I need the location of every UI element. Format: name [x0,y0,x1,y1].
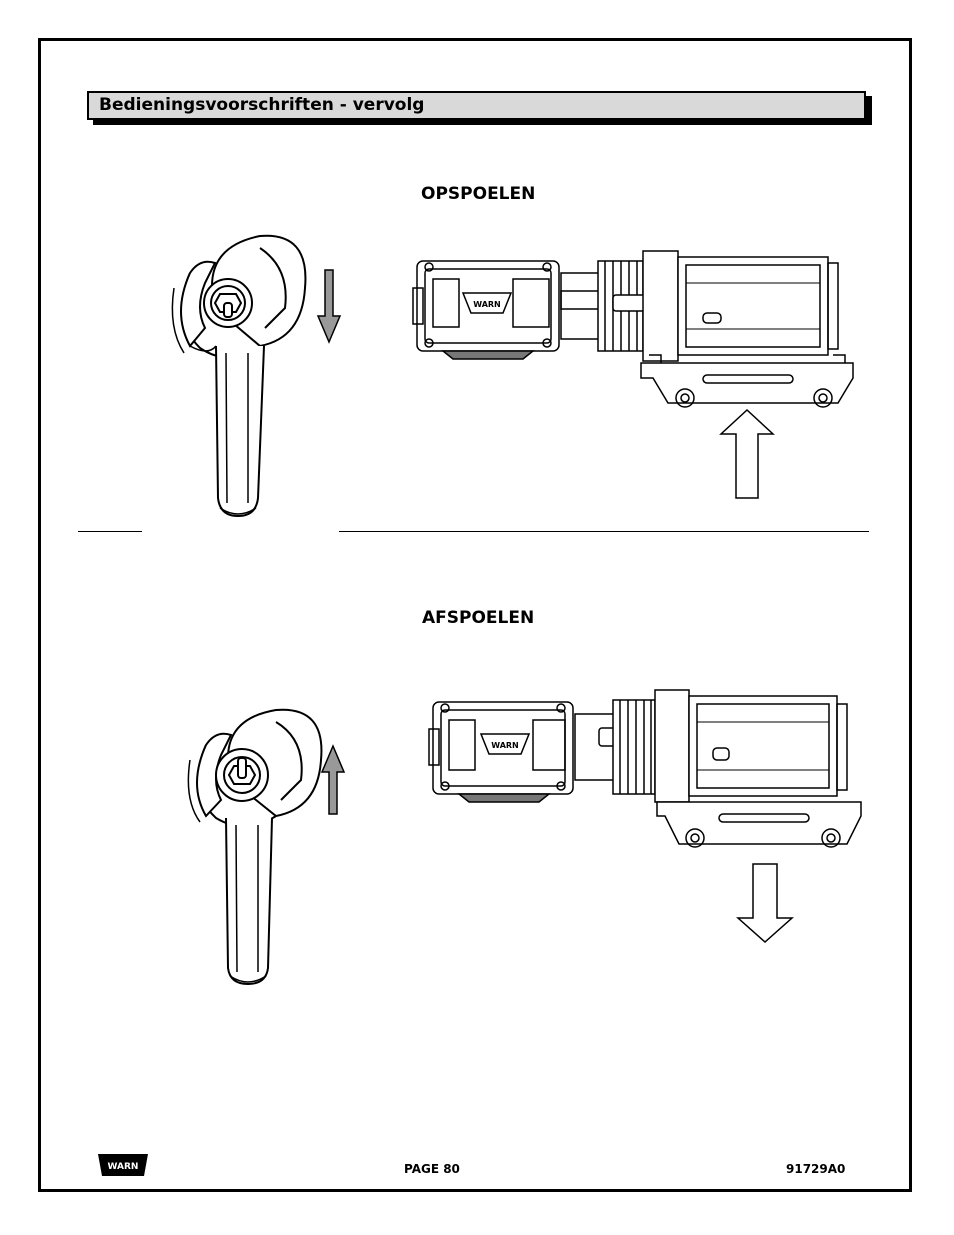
document-number: 91729A0 [786,1162,846,1176]
section-divider-left [78,531,142,532]
page-frame [38,38,912,1192]
section-title-opspoelen: OPSPOELEN [421,184,536,204]
winch-logo-text: WARN [473,300,501,309]
winch-illustration-bottom: WARN [428,689,862,848]
winch-logo-text-bottom: WARN [491,741,519,750]
winch-arrow-up-top [719,408,775,499]
section-header: Bedieningsvoorschriften - vervolg [87,91,866,120]
warn-logo: WARN [98,1154,148,1176]
winch-arrow-down-bottom [736,863,794,944]
section-title-afspoelen: AFSPOELEN [422,608,535,628]
winch-illustration-top: WARN [412,250,854,408]
section-divider-right [339,531,869,532]
warn-logo-text: WARN [108,1162,139,1172]
section-header-title: Bedieningsvoorschriften - vervolg [99,95,425,115]
page-number: PAGE 80 [404,1162,460,1176]
clutch-lever-illustration-top [171,234,307,518]
lever-arrow-up-bottom [320,744,346,815]
clutch-lever-illustration-bottom [187,708,323,986]
lever-arrow-down-top [316,269,342,344]
